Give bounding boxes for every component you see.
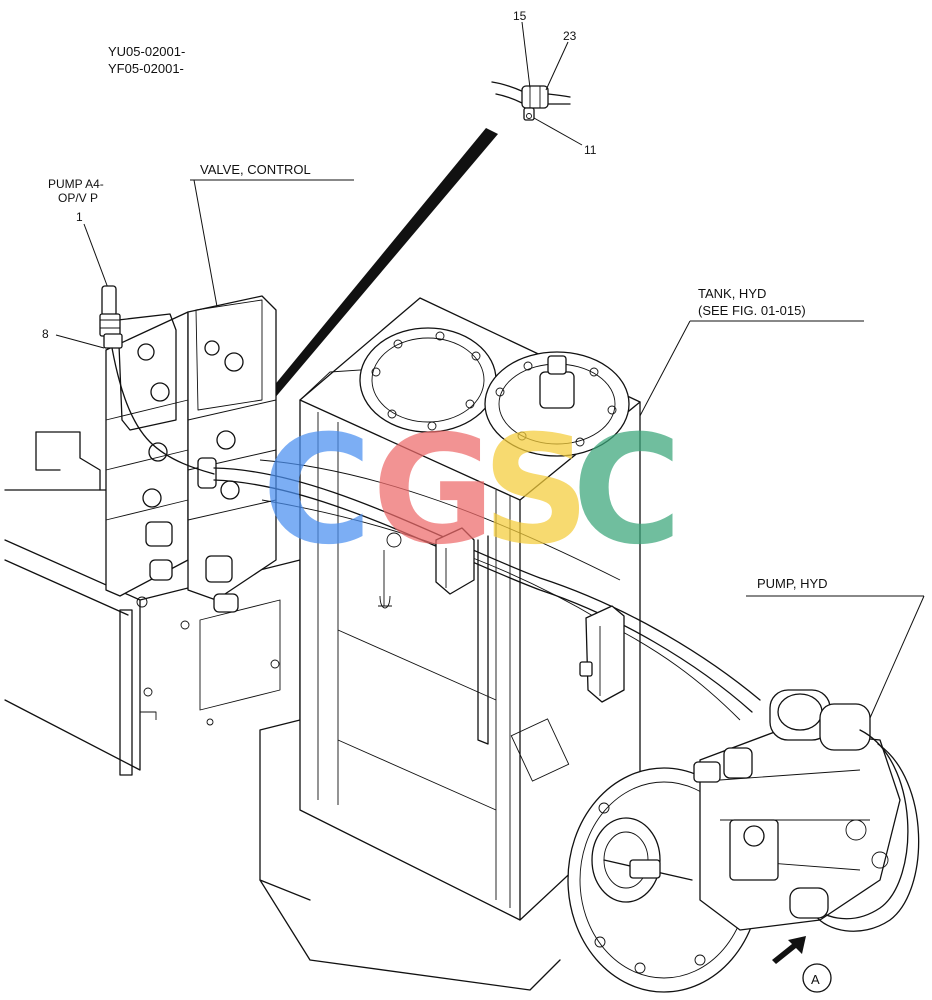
callout-8: 8	[42, 327, 49, 341]
leader-11	[533, 117, 583, 146]
pump-a4-label-line1: PUMP A4-	[48, 177, 104, 191]
hose-clamp-2	[579, 605, 625, 703]
pressure-sensor	[99, 285, 215, 475]
view-a-marker: A	[772, 936, 832, 993]
control-valve	[105, 295, 277, 613]
pump-hyd-label: PUMP, HYD	[757, 576, 828, 591]
hydraulic-pump	[567, 689, 920, 993]
leader-1	[83, 223, 109, 289]
watermark-letter-4: C	[572, 404, 682, 578]
watermark-letter-1: C	[262, 404, 372, 578]
hose-clamp-bracket	[477, 535, 489, 745]
tank-hyd-label-line1: TANK, HYD	[698, 286, 766, 301]
machine-frame	[4, 431, 561, 991]
watermark-letter-2: G	[372, 404, 495, 578]
detail-pointer	[208, 128, 498, 470]
callout-11: 11	[584, 143, 597, 157]
clamp-detail-inset	[491, 81, 571, 121]
pump-a4-label-line2: OP/V P	[58, 191, 98, 205]
valve-control-label: VALVE, CONTROL	[200, 162, 311, 177]
tank-hyd-label-line2: (SEE FIG. 01-015)	[698, 303, 806, 318]
leader-pump-hyd	[746, 595, 925, 719]
pilot-hoses	[213, 459, 761, 721]
serial-number-1: YU05-02001-	[108, 44, 185, 59]
leader-23	[545, 41, 569, 91]
leader-15	[521, 21, 531, 89]
leader-8	[55, 334, 105, 349]
callout-1: 1	[76, 210, 83, 224]
watermark-cgsc: C G S C	[262, 404, 682, 578]
watermark-letter-3: S	[482, 404, 590, 578]
hose-clamp-1	[435, 527, 475, 595]
view-a-label: A	[811, 972, 820, 987]
callout-15: 15	[513, 9, 527, 23]
callout-23: 23	[563, 29, 577, 43]
hydraulic-tank	[299, 297, 641, 921]
serial-number-2: YF05-02001-	[108, 61, 184, 76]
